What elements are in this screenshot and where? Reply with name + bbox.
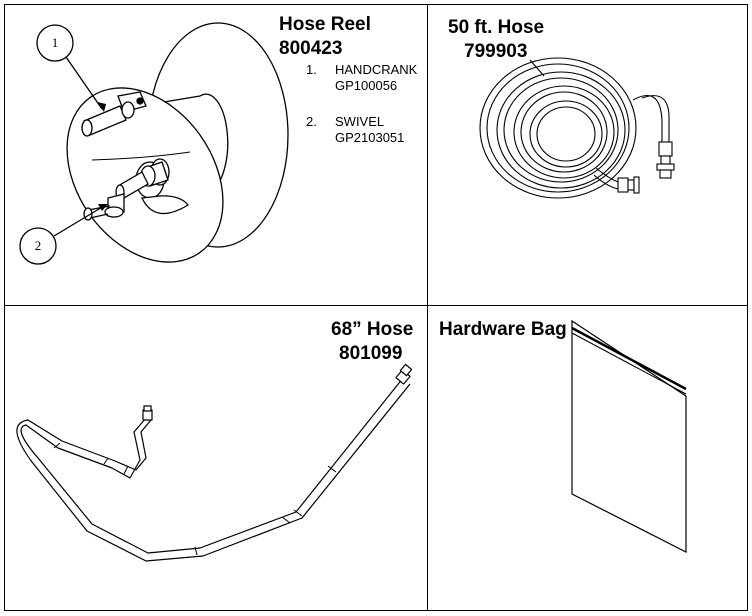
hose-reel-part-number: 800423 — [279, 38, 343, 59]
grid-divider-vertical — [427, 4, 428, 611]
hose-50ft-part-number: 799903 — [464, 41, 528, 62]
mount-bracket — [141, 195, 189, 215]
reel-seam — [91, 151, 191, 161]
hose-68in-title: 68” Hose — [331, 319, 414, 340]
hose-reel-drawing: 1 2 — [19, 22, 289, 265]
hardware-bag-title: Hardware Bag — [439, 319, 567, 340]
swivel — [83, 158, 170, 221]
handcrank — [81, 91, 147, 137]
parts-list-item: 2. SWIVEL GP2103051 — [306, 114, 426, 146]
hose-68in-part-number: 801099 — [339, 343, 403, 364]
item-part-number: GP2103051 — [335, 130, 405, 145]
bag-zip-seal — [571, 326, 687, 391]
item-part-number: GP100056 — [335, 78, 398, 93]
hardware-bag-drawing — [571, 319, 687, 553]
hose-fitting — [617, 176, 640, 194]
grid-divider-horizontal — [4, 305, 748, 306]
svg-text:2: 2 — [35, 238, 42, 253]
hose-reel-title: Hose Reel — [279, 14, 371, 35]
item-name: HANDCRANK — [335, 62, 418, 77]
svg-text:1: 1 — [52, 35, 59, 50]
item-number: 2. — [306, 114, 317, 129]
item-number: 1. — [306, 62, 317, 77]
hose-fitting — [395, 363, 413, 385]
parts-list-item: 1. HANDCRANK GP100056 — [306, 62, 426, 94]
hose-joints — [53, 442, 337, 556]
callout-2: 2 — [19, 204, 108, 265]
hose-fitting — [142, 405, 153, 421]
callout-1: 1 — [36, 24, 106, 112]
bag-body — [571, 319, 687, 553]
item-name: SWIVEL — [335, 114, 385, 129]
hose-50ft-title: 50 ft. Hose — [448, 17, 545, 38]
coiled-hose-drawing — [479, 57, 675, 199]
parts-grid — [4, 4, 748, 611]
hose-fitting — [656, 141, 675, 179]
long-hose-drawing — [16, 363, 413, 562]
